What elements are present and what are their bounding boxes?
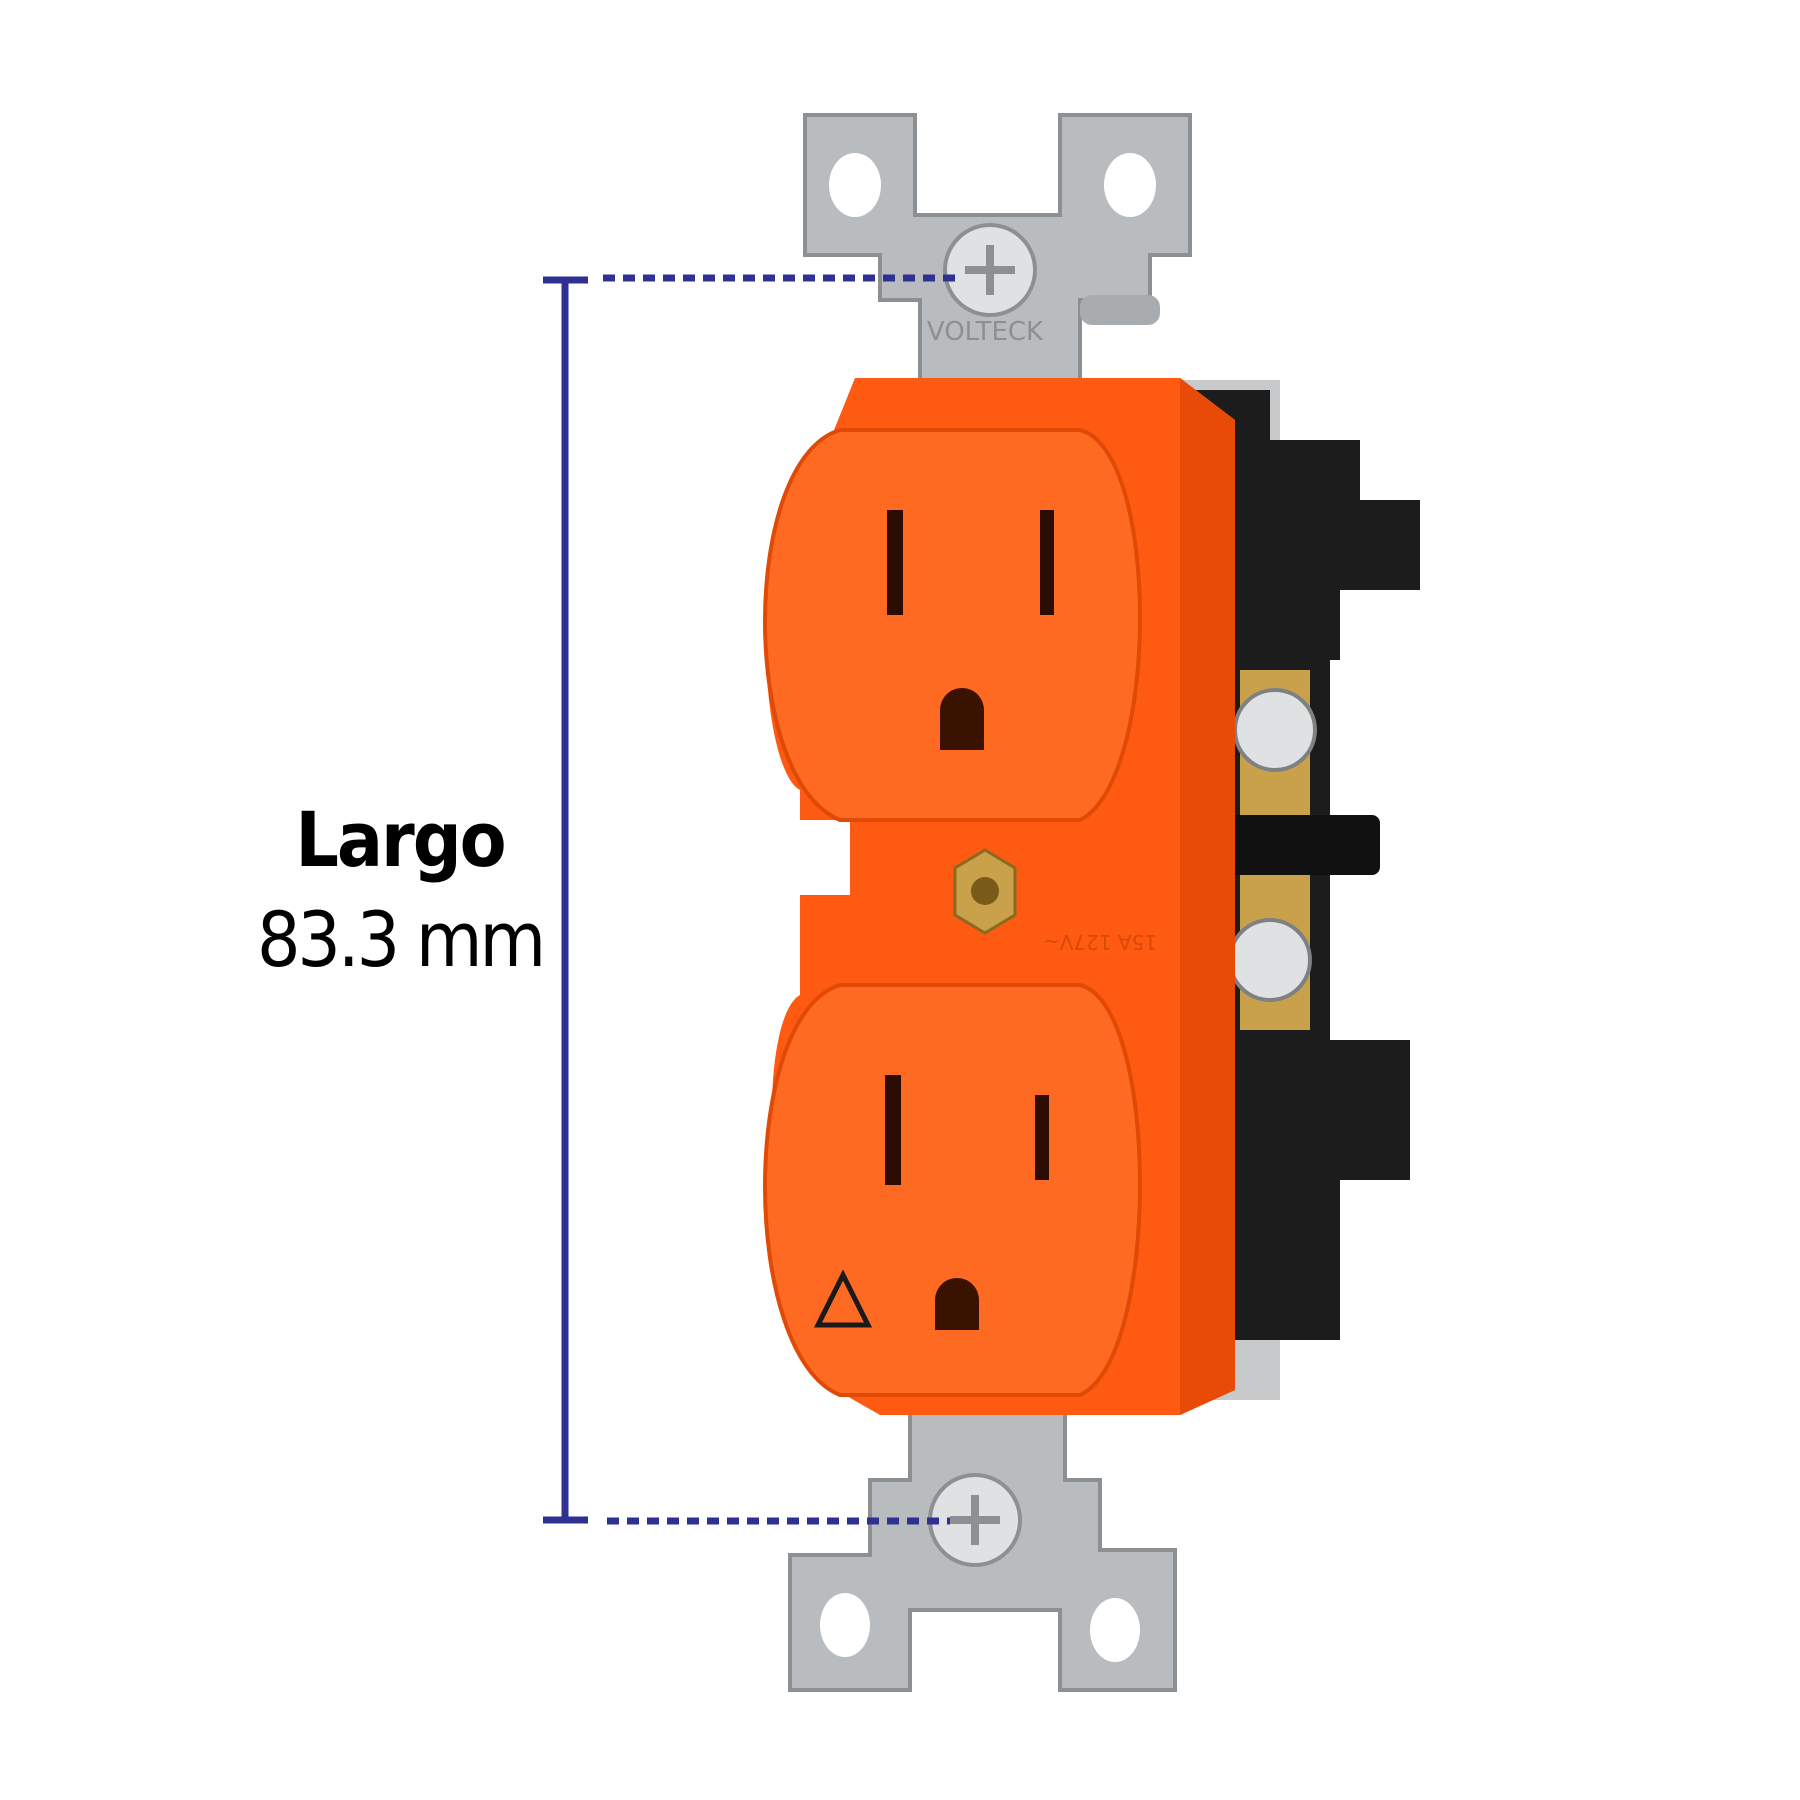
brand-emboss: VOLTECK [927,317,1044,347]
hot-slot [1040,510,1054,615]
mounting-hole [1104,153,1156,217]
mounting-hole [820,1593,870,1657]
top-mounting-bracket: VOLTECK [803,113,1192,387]
terminal-screw-icon [1228,918,1312,1002]
terminal-screw-icon [1233,688,1317,772]
upper-receptacle [763,428,1142,822]
outlet-body: 15A 127V~ [763,378,1235,1415]
neutral-slot [887,510,903,615]
screw-thread [1080,295,1160,325]
ground-hole [940,688,984,750]
hot-slot [1035,1095,1049,1180]
bottom-mounting-bracket [788,1398,1177,1692]
dimension-value: 83.3 mm [256,895,546,984]
dimension-indicator [543,274,960,1525]
mounting-hole [829,153,881,217]
rating-emboss: 15A 127V~ [1043,930,1157,954]
triangle-marking-icon [813,1269,873,1328]
ground-hole [935,1278,979,1330]
neutral-slot [885,1075,901,1185]
lower-receptacle [763,983,1142,1397]
mounting-hole [1090,1598,1140,1662]
dimension-label: Largo [295,795,506,884]
